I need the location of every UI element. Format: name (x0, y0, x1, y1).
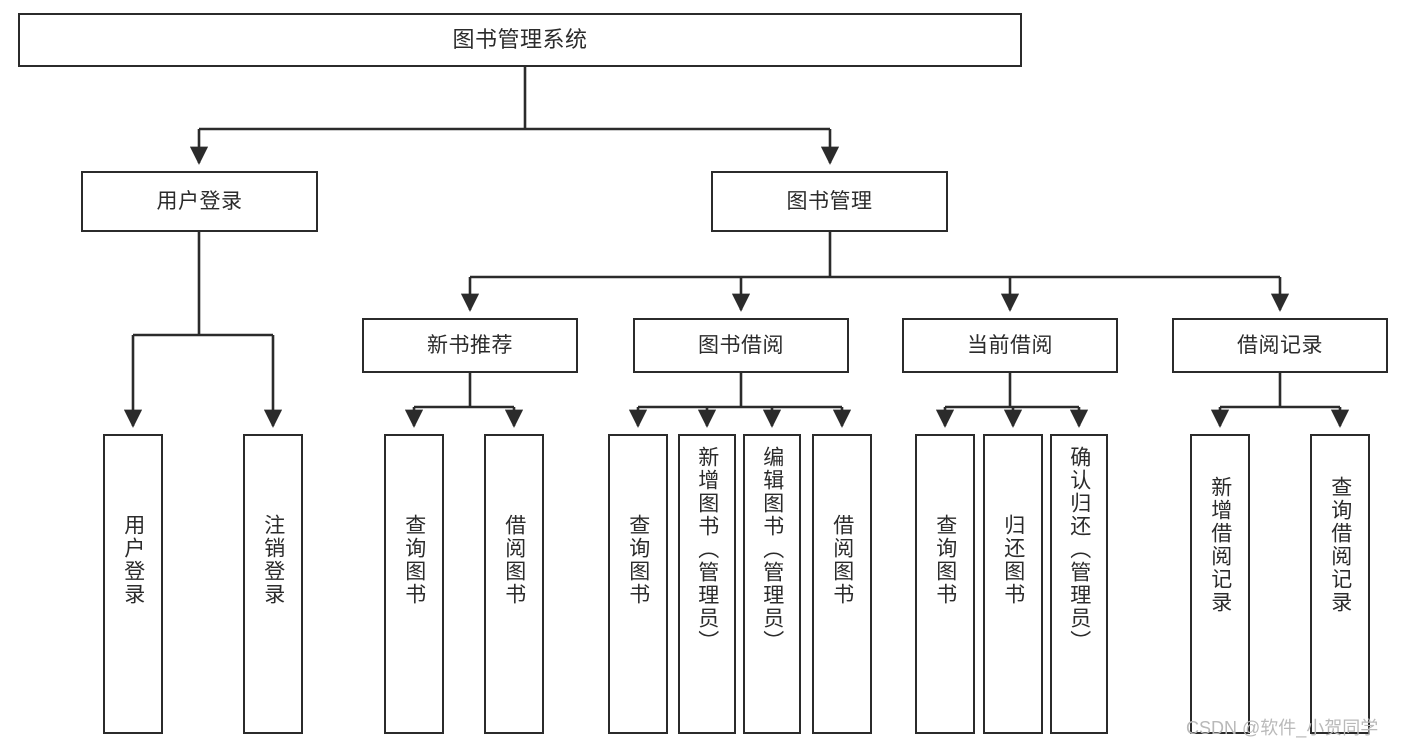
csdn-watermark: CSDN @软件_小贺同学 (1186, 718, 1379, 738)
leaf-confirm-return-admin-label: 确认归还（管理员） (1067, 446, 1091, 653)
node-book-borrow[interactable]: 图书借阅 (633, 318, 849, 373)
leaf-query-borrow-record[interactable]: 查询借阅记录 (1310, 434, 1370, 734)
leaf-borrow-book-recommend-label: 借阅图书 (502, 514, 526, 606)
leaf-add-borrow-record[interactable]: 新增借阅记录 (1190, 434, 1250, 734)
node-user-login-label: 用户登录 (156, 190, 243, 213)
leaf-query-book-recommend-label: 查询图书 (402, 514, 426, 606)
leaf-return-book[interactable]: 归还图书 (983, 434, 1043, 734)
node-new-book-recommend[interactable]: 新书推荐 (362, 318, 578, 373)
node-root[interactable]: 图书管理系统 (18, 13, 1022, 67)
leaf-query-borrow-record-label: 查询借阅记录 (1328, 476, 1352, 614)
leaf-borrow-book[interactable]: 借阅图书 (812, 434, 872, 734)
leaf-logout-label: 注销登录 (261, 514, 285, 606)
leaf-user-login[interactable]: 用户登录 (103, 434, 163, 734)
node-root-label: 图书管理系统 (452, 27, 588, 52)
leaf-user-login-label: 用户登录 (121, 514, 145, 606)
leaf-edit-book-admin[interactable]: 编辑图书（管理员） (743, 434, 801, 734)
leaf-query-book-current[interactable]: 查询图书 (915, 434, 975, 734)
node-borrow-record-label: 借阅记录 (1237, 334, 1323, 357)
leaf-return-book-label: 归还图书 (1001, 514, 1025, 606)
leaf-borrow-book-label: 借阅图书 (830, 514, 854, 606)
leaf-confirm-return-admin[interactable]: 确认归还（管理员） (1050, 434, 1108, 734)
node-current-borrow-label: 当前借阅 (967, 334, 1053, 357)
leaf-query-book-borrow[interactable]: 查询图书 (608, 434, 668, 734)
node-borrow-record[interactable]: 借阅记录 (1172, 318, 1388, 373)
leaf-add-book-admin-label: 新增图书（管理员） (695, 446, 719, 653)
leaf-logout[interactable]: 注销登录 (243, 434, 303, 734)
node-book-borrow-label: 图书借阅 (698, 334, 784, 357)
leaf-add-book-admin[interactable]: 新增图书（管理员） (678, 434, 736, 734)
node-book-management[interactable]: 图书管理 (711, 171, 948, 232)
node-current-borrow[interactable]: 当前借阅 (902, 318, 1118, 373)
leaf-edit-book-admin-label: 编辑图书（管理员） (760, 446, 784, 653)
leaf-borrow-book-recommend[interactable]: 借阅图书 (484, 434, 544, 734)
leaf-add-borrow-record-label: 新增借阅记录 (1208, 476, 1232, 614)
node-user-login[interactable]: 用户登录 (81, 171, 318, 232)
leaf-query-book-recommend[interactable]: 查询图书 (384, 434, 444, 734)
node-book-management-label: 图书管理 (786, 190, 873, 213)
leaf-query-book-current-label: 查询图书 (933, 514, 957, 606)
node-new-book-recommend-label: 新书推荐 (427, 334, 513, 357)
leaf-query-book-borrow-label: 查询图书 (626, 514, 650, 606)
